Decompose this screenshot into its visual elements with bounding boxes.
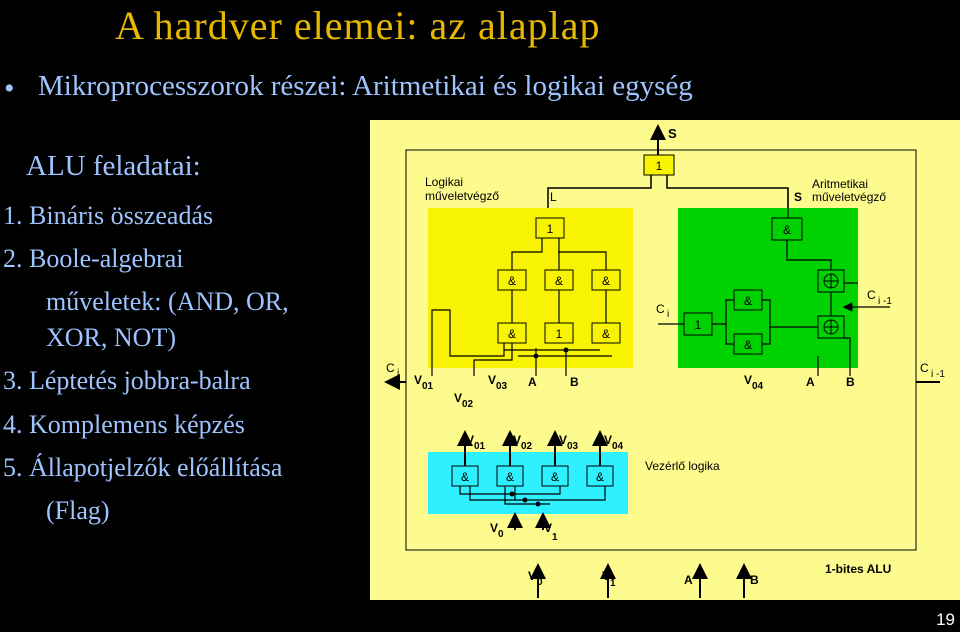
s-output-label: S bbox=[668, 126, 677, 141]
svg-text:Logikai: Logikai bbox=[425, 175, 463, 189]
list-item: 2. Boole-algebrai bbox=[3, 244, 184, 273]
svg-text:1: 1 bbox=[552, 532, 558, 543]
svg-text:C: C bbox=[867, 288, 876, 302]
svg-text:V: V bbox=[744, 373, 752, 387]
svg-text:1: 1 bbox=[547, 222, 554, 236]
svg-text:Vezérlő logika: Vezérlő logika bbox=[645, 459, 720, 473]
svg-text:i: i bbox=[667, 309, 669, 320]
svg-text:V: V bbox=[454, 391, 462, 405]
svg-text:1: 1 bbox=[695, 318, 702, 332]
svg-text:B: B bbox=[570, 375, 579, 389]
svg-text:B: B bbox=[750, 573, 759, 587]
svg-text:műveletvégző: műveletvégző bbox=[812, 190, 886, 204]
svg-text:C: C bbox=[386, 361, 395, 375]
svg-text:02: 02 bbox=[521, 441, 533, 452]
svg-text:&: & bbox=[596, 470, 604, 484]
page-number: 19 bbox=[936, 610, 955, 629]
svg-text:C: C bbox=[656, 302, 665, 316]
svg-text:L: L bbox=[550, 190, 557, 204]
svg-text:S: S bbox=[794, 190, 802, 204]
list-item: 1. Bináris összeadás bbox=[3, 201, 214, 230]
list-item: 5. Állapotjelzők előállítása bbox=[3, 453, 283, 482]
svg-text:V: V bbox=[414, 373, 422, 387]
list-item: 4. Komplemens képzés bbox=[3, 410, 245, 439]
svg-text:A: A bbox=[528, 375, 537, 389]
svg-text:műveletvégző: műveletvégző bbox=[425, 189, 499, 203]
svg-text:A: A bbox=[684, 573, 693, 587]
svg-text:&: & bbox=[551, 470, 559, 484]
svg-text:0: 0 bbox=[498, 529, 504, 540]
svg-text:1: 1 bbox=[656, 159, 663, 173]
svg-text:&: & bbox=[744, 294, 752, 308]
svg-text:04: 04 bbox=[612, 441, 624, 452]
svg-text:01: 01 bbox=[422, 381, 434, 392]
svg-text:V: V bbox=[602, 569, 610, 583]
svg-text:i -1: i -1 bbox=[931, 369, 945, 380]
list-item: 3. Léptetés jobbra-balra bbox=[3, 366, 251, 395]
svg-text:V: V bbox=[513, 433, 521, 447]
svg-text:A: A bbox=[806, 375, 815, 389]
outer-frame bbox=[405, 149, 917, 551]
svg-text:Aritmetikai: Aritmetikai bbox=[812, 177, 868, 191]
svg-text:&: & bbox=[508, 274, 516, 288]
svg-text:V: V bbox=[544, 521, 552, 535]
svg-text:V: V bbox=[490, 521, 498, 535]
slide-title: A hardver elemei: az alaplap bbox=[115, 3, 601, 48]
or-gate-logic bbox=[535, 217, 565, 239]
svg-text:V: V bbox=[559, 433, 567, 447]
bullet-text: Mikroprocesszorok részei: Aritmetikai és… bbox=[38, 70, 693, 102]
svg-text:&: & bbox=[508, 327, 516, 341]
svg-text:B: B bbox=[846, 375, 855, 389]
svg-text:V: V bbox=[488, 373, 496, 387]
svg-text:&: & bbox=[602, 327, 610, 341]
list-item: (Flag) bbox=[46, 496, 110, 525]
bullet-icon: • bbox=[4, 72, 15, 105]
svg-text:&: & bbox=[461, 470, 469, 484]
svg-text:03: 03 bbox=[567, 441, 579, 452]
svg-text:V: V bbox=[466, 433, 474, 447]
xor-icon bbox=[817, 269, 845, 293]
svg-text:02: 02 bbox=[462, 399, 474, 410]
svg-text:03: 03 bbox=[496, 381, 508, 392]
svg-text:&: & bbox=[506, 470, 514, 484]
svg-text:01: 01 bbox=[474, 441, 486, 452]
svg-text:V: V bbox=[528, 569, 536, 583]
svg-text:C: C bbox=[920, 361, 929, 375]
diagram-footer: 1-bites ALU bbox=[825, 562, 891, 576]
svg-text:&: & bbox=[744, 338, 752, 352]
list-item: XOR, NOT) bbox=[46, 323, 176, 352]
alu-diagram: S 1 Logikai műveletvégző L 1 & & & & 1 & bbox=[370, 120, 960, 600]
alu-heading: ALU feladatai: bbox=[26, 150, 201, 182]
svg-text:0: 0 bbox=[537, 577, 543, 588]
list-item: műveletek: (AND, OR, bbox=[46, 287, 289, 316]
svg-text:1: 1 bbox=[556, 327, 563, 341]
svg-text:&: & bbox=[783, 223, 791, 237]
svg-text:&: & bbox=[602, 274, 610, 288]
or-gate-top bbox=[643, 154, 675, 176]
svg-text:i -1: i -1 bbox=[878, 296, 892, 307]
svg-text:04: 04 bbox=[752, 381, 764, 392]
svg-text:V: V bbox=[604, 433, 612, 447]
svg-text:&: & bbox=[555, 274, 563, 288]
svg-text:i: i bbox=[397, 368, 399, 379]
xor-icon bbox=[817, 315, 845, 339]
svg-text:1: 1 bbox=[610, 578, 616, 589]
